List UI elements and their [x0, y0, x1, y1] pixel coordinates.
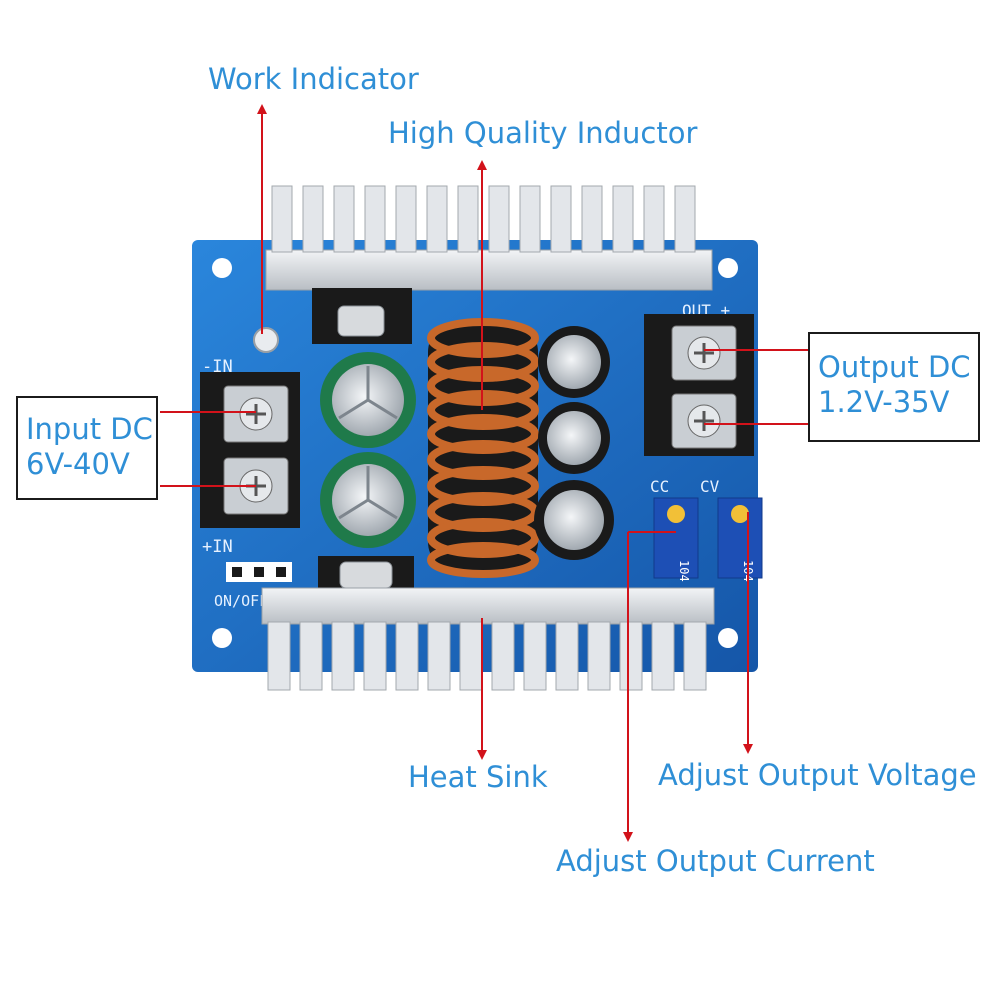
label-input-dc-title: Input DC: [26, 412, 153, 446]
capacitor-black-3: [534, 480, 614, 560]
capacitor-black-1: [538, 326, 610, 398]
label-input-dc-range: 6V-40V: [26, 446, 130, 481]
capacitor-green-top: [320, 352, 416, 448]
mount-hole-top-left: [212, 258, 232, 278]
arrowhead-work-indicator: [257, 104, 267, 114]
potentiometer-cv: 104: [717, 497, 763, 582]
capacitor-black-2: [538, 402, 610, 474]
output-terminal-block: [644, 314, 754, 456]
output-dc-box: Output DC 1.2V-35V: [808, 332, 980, 442]
work-indicator-led: [253, 327, 279, 353]
silk-cv: CV: [700, 477, 720, 496]
label-work-indicator: Work Indicator: [208, 62, 419, 96]
mount-hole-top-right: [718, 258, 738, 278]
label-adjust-output-voltage: Adjust Output Voltage: [658, 758, 977, 792]
silk-cc: CC: [650, 477, 669, 496]
label-adjust-output-current: Adjust Output Current: [556, 844, 875, 878]
capacitor-green-bottom: [320, 452, 416, 548]
heat-sink-top: [265, 185, 713, 291]
potentiometer-cc: 104: [653, 497, 699, 582]
label-heat-sink: Heat Sink: [408, 760, 548, 794]
input-dc-box: Input DC 6V-40V: [16, 396, 158, 500]
pointer-lines: [160, 104, 810, 842]
silk-on-off: ON/OFF: [214, 592, 268, 610]
input-terminal-block: [200, 372, 300, 528]
mount-hole-bottom-left: [212, 628, 232, 648]
silk-plus-in: +IN: [202, 537, 233, 557]
pot-cc-code: 104: [677, 560, 691, 582]
label-high-quality-inductor: High Quality Inductor: [388, 116, 698, 150]
heat-sink-bottom: [261, 587, 715, 691]
label-output-dc-title: Output DC: [818, 350, 971, 384]
label-output-dc-range: 1.2V-35V: [818, 384, 950, 419]
mount-hole-bottom-right: [718, 628, 738, 648]
